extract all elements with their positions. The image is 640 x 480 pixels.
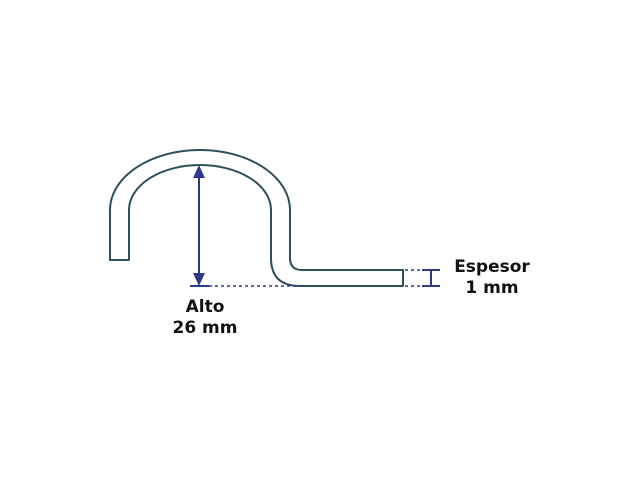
thickness-label-name: Espesor — [454, 257, 530, 277]
height-label-value: 26 mm — [172, 318, 238, 338]
height-arrow-bottom-icon — [193, 273, 205, 286]
height-label-name: Alto — [185, 297, 225, 317]
height-arrow-top-icon — [193, 165, 205, 178]
height-label: Alto 26 mm — [160, 297, 250, 339]
hook-profile-outline — [109, 149, 404, 287]
thickness-label-value: 1 mm — [465, 278, 519, 298]
thickness-label: Espesor 1 mm — [446, 257, 538, 299]
